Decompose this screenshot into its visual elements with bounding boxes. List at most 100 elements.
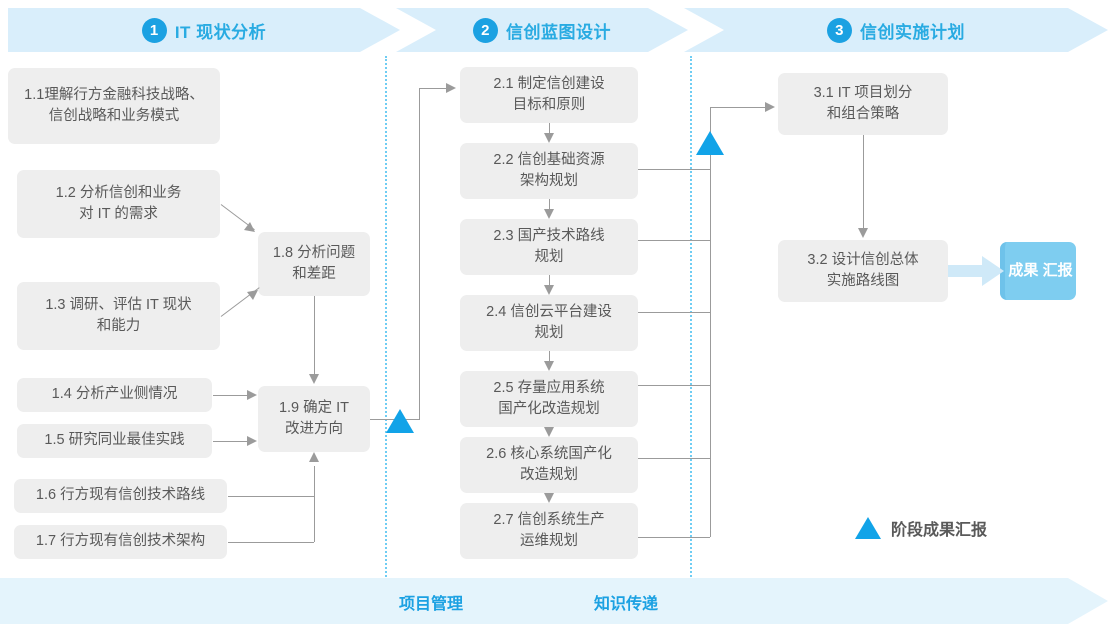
phase-1-number: 1 [141, 17, 167, 43]
connector-3-1-to-3-2 [863, 135, 864, 228]
connector-1-8-to-1-9 [314, 296, 315, 374]
footer-label-knowledge-transfer: 知识传递 [594, 596, 659, 613]
box-2-3-line-1: 2.3 国产技术路线 [493, 227, 605, 244]
box-3-2-line-1: 3.2 设计信创总体 [807, 251, 919, 268]
connector-2-4-to-2-5 [549, 351, 550, 361]
connector-1-9-to-2-1-vertical [419, 88, 420, 419]
phase-3-number: 3 [827, 17, 852, 43]
phase-1-chevron-shape [8, 8, 400, 52]
connector-2-3-to-bus [638, 240, 710, 241]
phase-header-2: 2 信创蓝图设计 [396, 8, 688, 52]
connector-bus-to-3-1-arrowhead [765, 101, 775, 112]
box-1-1[interactable]: 1.1理解行方金融科技战略、 信创战略和业务模式 [8, 68, 220, 144]
box-2-4[interactable]: 2.4 信创云平台建设 规划 [460, 295, 638, 351]
connector-2-5-to-bus [638, 385, 710, 386]
connector-2-2-to-2-3 [549, 199, 550, 209]
box-1-2[interactable]: 1.2 分析信创和业务 对 IT 的需求 [17, 170, 220, 238]
box-2-1-line-1: 2.1 制定信创建设 [493, 75, 605, 92]
result-box[interactable]: 成果 汇报 [1000, 242, 1076, 300]
box-1-8[interactable]: 1.8 分析问题 和差距 [258, 232, 370, 296]
box-1-4[interactable]: 1.4 分析产业侧情况 [17, 378, 212, 412]
connector-1-7-vertical [314, 496, 315, 542]
box-1-1-line-2: 信创战略和业务模式 [48, 108, 180, 124]
connector-2-5-to-2-6-arrowhead [543, 427, 554, 437]
divider-phase2-phase3 [690, 56, 692, 580]
box-1-5-line-1: 1.5 研究同业最佳实践 [44, 432, 185, 449]
box-1-4-line-1: 1.4 分析产业侧情况 [51, 386, 178, 403]
box-1-9[interactable]: 1.9 确定 IT 改进方向 [258, 386, 370, 452]
box-2-7-line-1: 2.7 信创系统生产 [493, 511, 605, 528]
connector-1-9-to-2-1-arrowhead [446, 82, 456, 93]
connector-1-8-to-1-9-arrowhead [308, 374, 319, 384]
phase-2-chevron-shape [396, 8, 688, 52]
phase-header-3: 3 信创实施计划 [684, 8, 1108, 52]
connector-2-2-to-2-3-arrowhead [543, 209, 554, 219]
box-2-2[interactable]: 2.2 信创基础资源 架构规划 [460, 143, 638, 199]
connector-2-3-to-2-4 [549, 275, 550, 285]
milestone-triangle-phase1 [386, 409, 414, 433]
box-2-5[interactable]: 2.5 存量应用系统 国产化改造规划 [460, 371, 638, 427]
connector-1-4-to-1-9 [213, 395, 248, 396]
box-2-2-line-1: 2.2 信创基础资源 [493, 151, 605, 168]
box-3-1-line-2: 和组合策略 [826, 106, 900, 122]
box-2-6-line-2: 改造规划 [520, 467, 578, 483]
connector-2-4-to-2-5-arrowhead [543, 361, 554, 371]
box-2-5-line-1: 2.5 存量应用系统 [493, 379, 605, 396]
phase-2-number: 2 [473, 17, 498, 43]
connector-1-7-horizontal [228, 542, 314, 543]
legend-label: 阶段成果汇报 [891, 522, 988, 539]
box-2-7[interactable]: 2.7 信创系统生产 运维规划 [460, 503, 638, 559]
box-1-6[interactable]: 1.6 行方现有信创技术路线 [14, 479, 227, 513]
connector-1-5-to-1-9 [213, 441, 248, 442]
connector-1-4-to-1-9-arrowhead [247, 389, 257, 400]
box-1-3-line-1: 1.3 调研、评估 IT 现状 [45, 296, 192, 313]
box-2-4-line-2: 规划 [534, 325, 564, 341]
connector-1-6-vertical [314, 466, 315, 496]
connector-2-7-to-bus [638, 537, 710, 538]
phase-header-1: 1 IT 现状分析 [8, 8, 400, 52]
box-2-6-line-1: 2.6 核心系统国产化 [486, 445, 612, 462]
connector-2-1-to-2-2-arrowhead [543, 133, 554, 143]
connector-2-6-to-2-7-arrowhead [543, 493, 554, 503]
connector-1-5-to-1-9-arrowhead [247, 435, 257, 446]
connector-1-6-arrowhead [308, 452, 319, 462]
box-1-5[interactable]: 1.5 研究同业最佳实践 [17, 424, 212, 458]
footer-band [0, 578, 1115, 624]
box-1-3[interactable]: 1.3 调研、评估 IT 现状 和能力 [17, 282, 220, 350]
box-1-2-line-1: 1.2 分析信创和业务 [55, 184, 182, 201]
connector-2-6-to-bus [638, 458, 710, 459]
legend-milestone: 阶段成果汇报 [855, 516, 987, 540]
connector-3-1-to-3-2-arrowhead [857, 228, 868, 238]
box-1-9-line-1: 1.9 确定 IT [278, 399, 350, 416]
legend-triangle-icon [855, 517, 881, 539]
box-3-2[interactable]: 3.2 设计信创总体 实施路线图 [778, 240, 948, 302]
divider-phase1-phase2 [385, 56, 387, 580]
result-line-2: 汇报 [1042, 261, 1073, 279]
milestone-triangle-phase2 [696, 131, 724, 155]
box-1-2-line-2: 对 IT 的需求 [79, 206, 158, 222]
phase-3-label: 信创实施计划 [860, 22, 965, 42]
box-1-7[interactable]: 1.7 行方现有信创技术架构 [14, 525, 227, 559]
box-1-3-line-2: 和能力 [96, 318, 141, 334]
footer-band-shape [0, 578, 1108, 624]
box-2-1[interactable]: 2.1 制定信创建设 目标和原则 [460, 67, 638, 123]
phase-1-label: IT 现状分析 [174, 22, 267, 42]
box-1-9-line-2: 改进方向 [284, 421, 343, 437]
connector-2-2-to-bus [638, 169, 710, 170]
box-3-1[interactable]: 3.1 IT 项目划分 和组合策略 [778, 73, 948, 135]
box-1-1-line-1: 1.1理解行方金融科技战略、 [24, 86, 204, 103]
connector-1-9-to-2-1-horizontal-in [419, 88, 447, 89]
box-1-8-line-1: 1.8 分析问题 [272, 244, 356, 261]
box-1-7-line-1: 1.7 行方现有信创技术架构 [35, 533, 206, 550]
connector-phase2-bus-vertical [710, 107, 711, 537]
phase-3-chevron-shape [684, 8, 1108, 52]
connector-bus-to-3-1-horizontal [710, 107, 766, 108]
box-2-3[interactable]: 2.3 国产技术路线 规划 [460, 219, 638, 275]
box-1-6-line-1: 1.6 行方现有信创技术路线 [35, 487, 206, 504]
box-2-6[interactable]: 2.6 核心系统国产化 改造规划 [460, 437, 638, 493]
box-1-8-line-2: 和差距 [292, 266, 336, 282]
connector-2-4-to-bus [638, 312, 710, 313]
box-2-5-line-2: 国产化改造规划 [498, 401, 600, 417]
phase-2-label: 信创蓝图设计 [506, 22, 611, 42]
